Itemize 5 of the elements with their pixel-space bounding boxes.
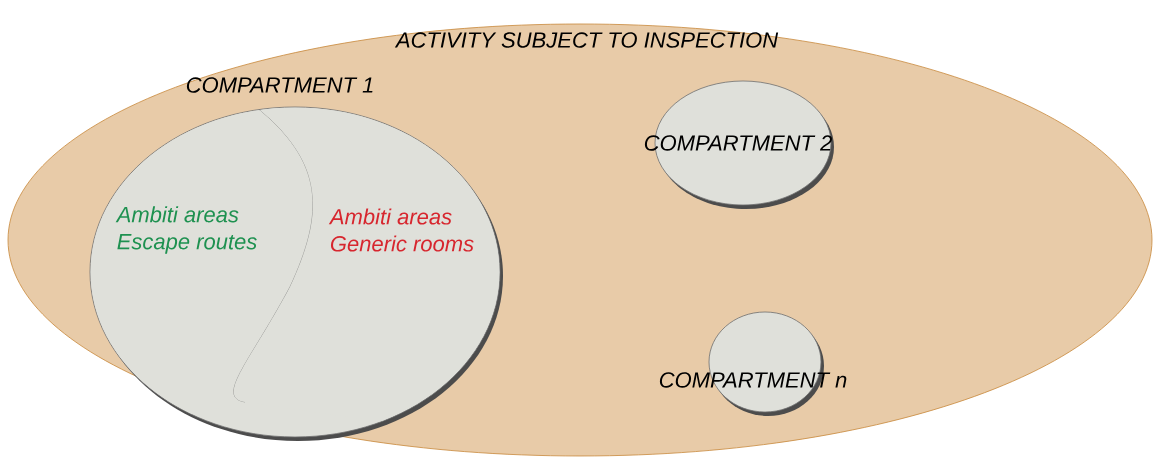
node-label: Escape routes xyxy=(117,234,257,254)
node-label: Generic rooms xyxy=(330,235,474,252)
node-label: COMPARTMENT 1 xyxy=(186,77,373,93)
node-label: Ambiti areas xyxy=(328,208,452,225)
node-label: Ambiti areas xyxy=(115,206,239,223)
